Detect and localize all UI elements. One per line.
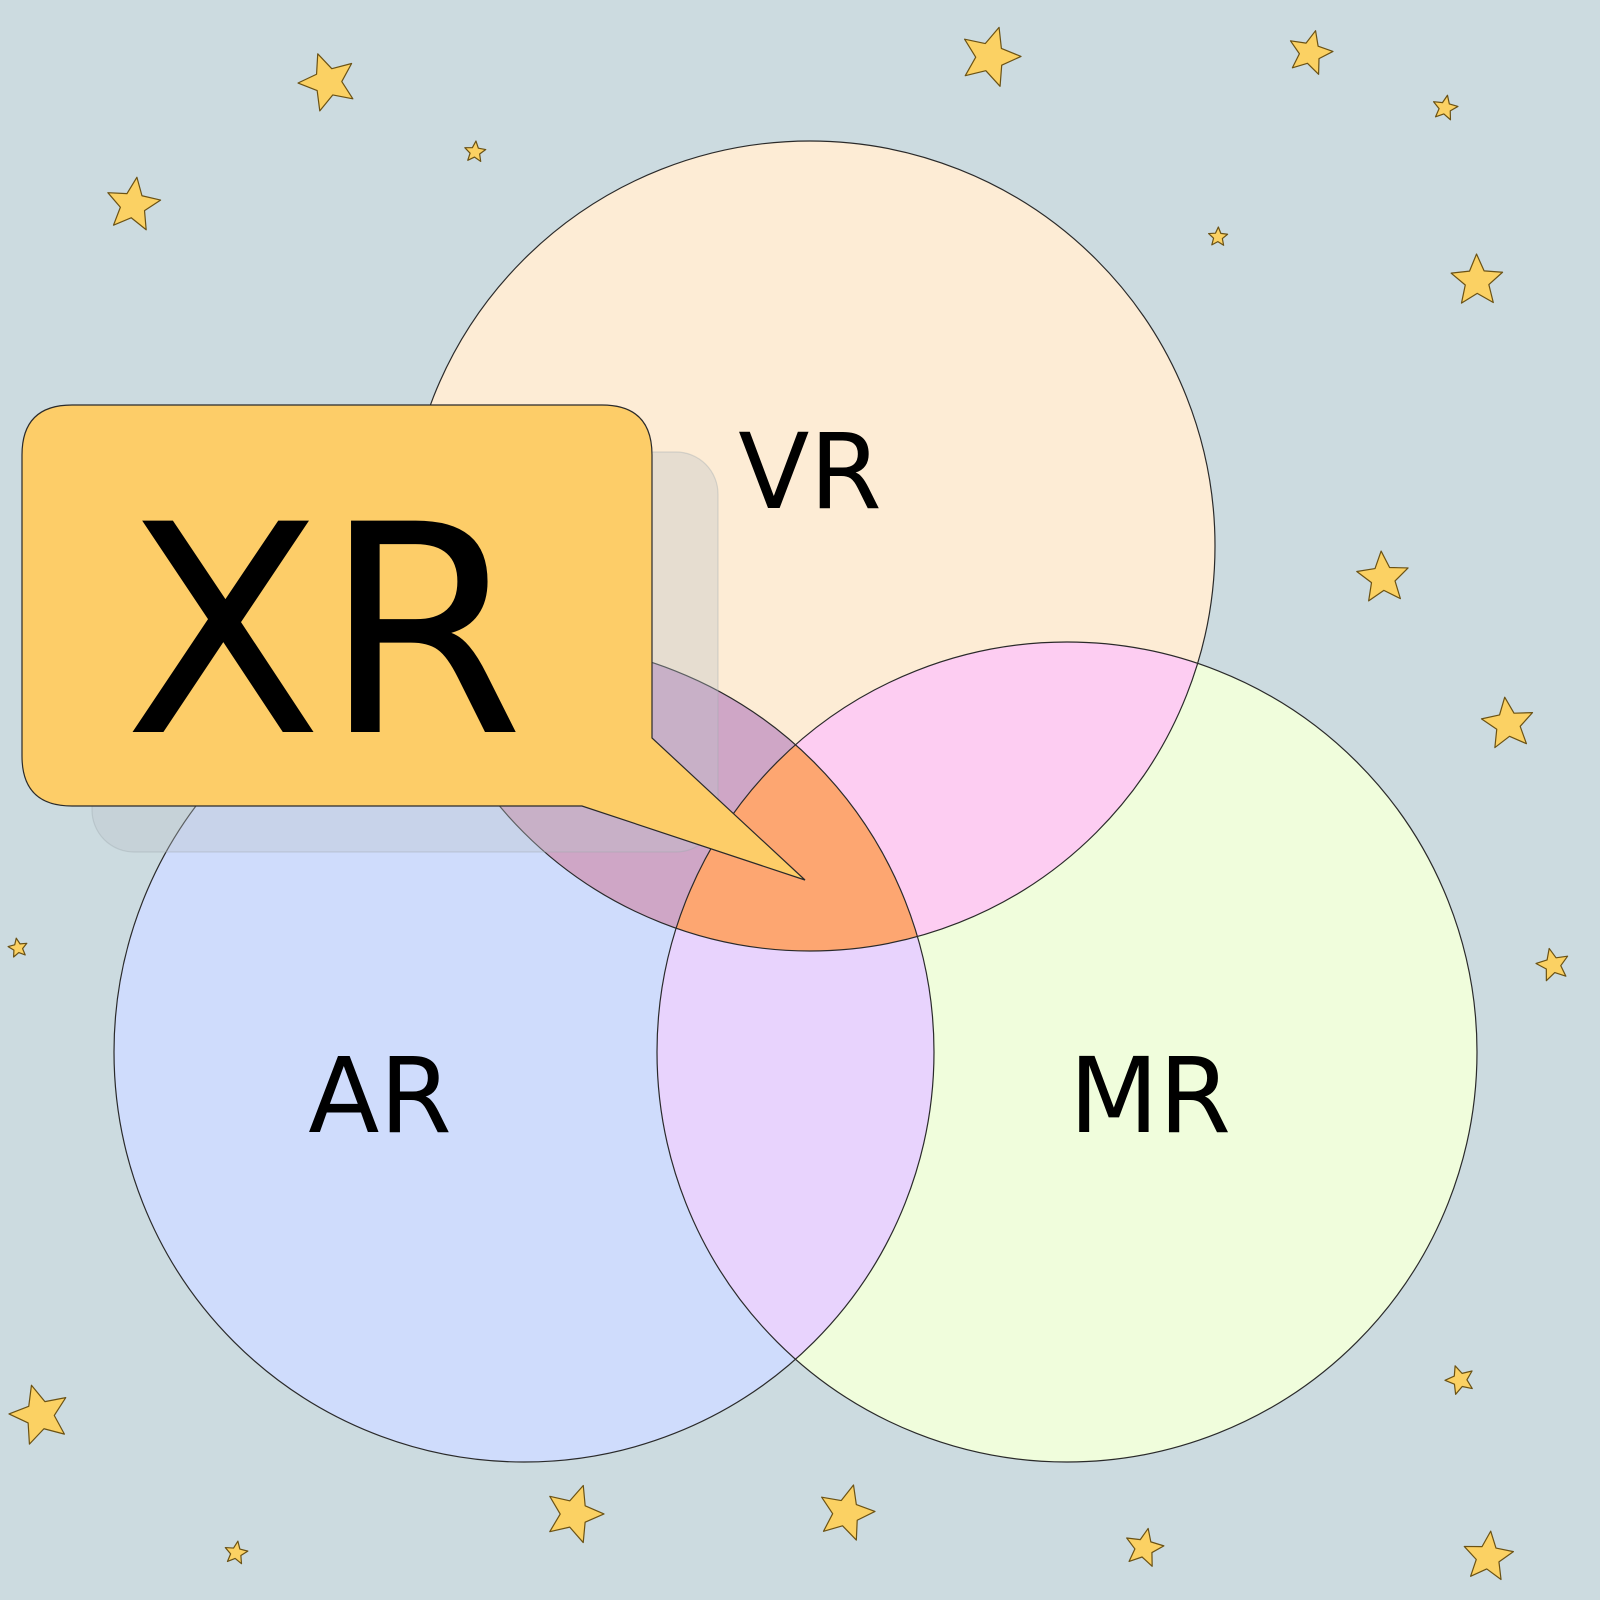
star-icon [1463, 1530, 1515, 1581]
star-icon [8, 1384, 67, 1445]
star-icon [224, 1540, 249, 1565]
star-icon [1126, 1527, 1165, 1567]
star-icon [1450, 253, 1504, 304]
callout-label-xr: XR [124, 464, 524, 801]
star-icon [7, 937, 28, 958]
star-icon [549, 1484, 605, 1544]
star-icon [1432, 94, 1459, 121]
star-icon [107, 176, 162, 231]
star-decorations [7, 26, 1569, 1581]
overlap-vr-ar-mr [657, 642, 934, 951]
label-vr: VR [738, 411, 881, 533]
star-icon [1444, 1365, 1473, 1395]
star-icon [1289, 30, 1334, 75]
callout-bubble [21, 404, 806, 881]
star-icon [1480, 696, 1534, 749]
star-icon [821, 1484, 876, 1541]
star-icon [464, 140, 487, 163]
star-icon [1208, 226, 1229, 246]
label-mr: MR [1069, 1035, 1231, 1157]
star-icon [1356, 550, 1409, 602]
star-icon [297, 53, 354, 112]
star-icon [963, 26, 1022, 87]
label-ar: AR [308, 1035, 451, 1157]
star-icon [1535, 947, 1569, 982]
